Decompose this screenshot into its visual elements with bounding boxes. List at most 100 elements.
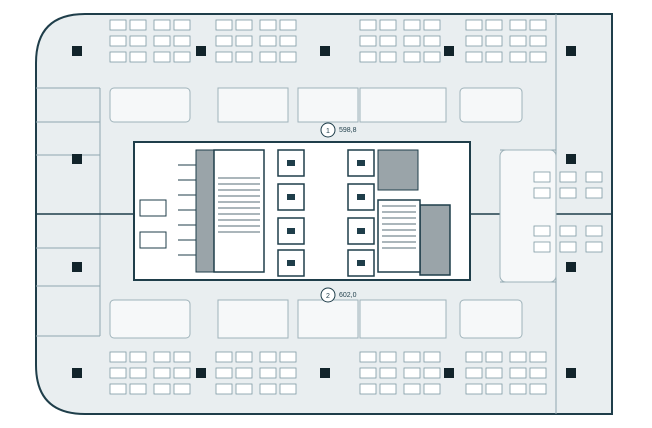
desk	[509, 19, 527, 31]
desk	[559, 225, 577, 237]
desk	[235, 51, 253, 63]
desk	[235, 19, 253, 31]
desk	[359, 51, 377, 63]
desk	[379, 51, 397, 63]
desk	[279, 383, 297, 395]
desk	[109, 367, 127, 379]
desk	[585, 187, 603, 199]
desk	[279, 19, 297, 31]
desk	[215, 51, 233, 63]
desk	[403, 367, 421, 379]
desk	[129, 19, 147, 31]
desk	[359, 367, 377, 379]
desk	[359, 19, 377, 31]
desk	[359, 383, 377, 395]
desk	[129, 51, 147, 63]
desk	[109, 51, 127, 63]
columns	[72, 46, 576, 378]
desk	[379, 367, 397, 379]
zone-area: 598,8	[339, 127, 357, 134]
desk	[129, 351, 147, 363]
desk	[259, 35, 277, 47]
desk	[235, 35, 253, 47]
workstation-desks	[109, 19, 603, 395]
desk	[533, 171, 551, 183]
desk	[559, 171, 577, 183]
desk	[173, 19, 191, 31]
desk	[485, 367, 503, 379]
desk	[465, 35, 483, 47]
desk	[423, 35, 441, 47]
desk	[359, 35, 377, 47]
desk	[129, 367, 147, 379]
desk	[359, 351, 377, 363]
stair-shafts	[195, 149, 451, 276]
desk	[585, 171, 603, 183]
desk	[403, 383, 421, 395]
desk	[153, 51, 171, 63]
desk	[423, 19, 441, 31]
desk	[585, 241, 603, 253]
desk	[173, 383, 191, 395]
desk	[509, 351, 527, 363]
desk	[485, 35, 503, 47]
desk	[259, 19, 277, 31]
desk	[485, 351, 503, 363]
desk	[173, 51, 191, 63]
desk	[423, 383, 441, 395]
zone-number: 1	[326, 128, 330, 135]
desk	[235, 351, 253, 363]
desk	[215, 383, 233, 395]
desk	[465, 351, 483, 363]
desk	[485, 383, 503, 395]
desk	[509, 383, 527, 395]
desk	[585, 225, 603, 237]
meeting-rooms	[109, 87, 557, 339]
desk	[423, 351, 441, 363]
elevator-marks	[287, 160, 365, 266]
desk	[403, 35, 421, 47]
desk	[529, 35, 547, 47]
desk	[215, 367, 233, 379]
desk	[423, 367, 441, 379]
desk	[279, 351, 297, 363]
desk	[279, 35, 297, 47]
desk	[153, 351, 171, 363]
desk	[465, 383, 483, 395]
desk	[129, 383, 147, 395]
desk	[403, 19, 421, 31]
desk	[533, 241, 551, 253]
desk	[259, 351, 277, 363]
desk	[259, 367, 277, 379]
zone-marker-2: 2 602,0	[320, 287, 357, 303]
desk	[529, 19, 547, 31]
desk	[485, 51, 503, 63]
desk	[173, 351, 191, 363]
desk	[509, 35, 527, 47]
desk	[465, 19, 483, 31]
desk	[403, 51, 421, 63]
desk	[173, 35, 191, 47]
desk	[423, 51, 441, 63]
desk	[279, 367, 297, 379]
desk	[109, 351, 127, 363]
desk	[279, 51, 297, 63]
desk	[173, 367, 191, 379]
desk	[529, 383, 547, 395]
zone-number: 2	[326, 293, 330, 300]
zone-area: 602,0	[339, 292, 357, 299]
desk	[465, 51, 483, 63]
desk	[533, 187, 551, 199]
restroom-stalls	[139, 164, 196, 256]
desk	[215, 351, 233, 363]
desk	[379, 383, 397, 395]
zone-marker-1: 1 598,8	[320, 122, 357, 138]
desk	[559, 187, 577, 199]
desk	[153, 383, 171, 395]
desk	[403, 351, 421, 363]
desk	[379, 19, 397, 31]
desk	[529, 367, 547, 379]
desk	[485, 19, 503, 31]
desk	[529, 51, 547, 63]
desk	[509, 367, 527, 379]
